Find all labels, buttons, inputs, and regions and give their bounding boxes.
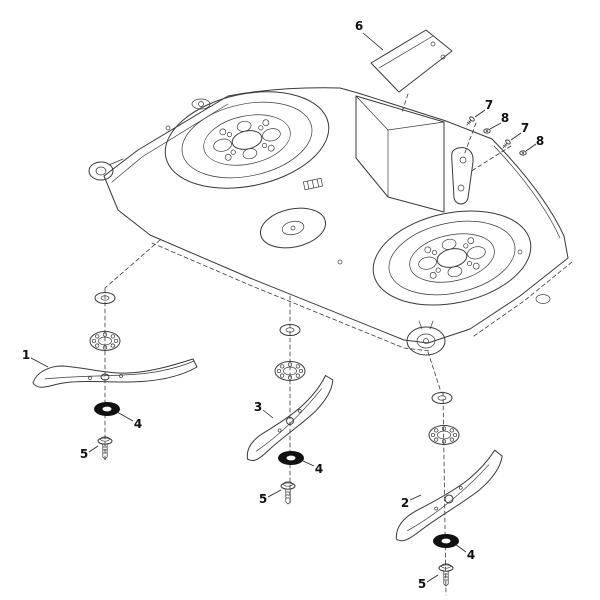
callout-leader-lines [30,32,537,583]
bolt-5-left [97,436,113,460]
explode-line-left [104,239,161,461]
washer-ring-right [431,392,453,404]
explode-line-right [427,351,447,596]
screw-7b-drawing [502,139,511,149]
idler-pulley [259,207,327,249]
deck-roller-right [535,294,551,304]
spindle-right-pulley [372,210,532,306]
bolt-5-right [438,563,454,587]
callout-part6: 6 [355,19,363,33]
washer-ring-center [279,324,301,336]
washer-8a-drawing [483,128,491,134]
callout-part4-left: 4 [134,417,142,431]
blade-adapter-right [428,425,460,445]
blade-2-drawing [395,449,503,542]
mount-bracket [451,147,474,205]
washer-4-center [278,451,304,465]
deck-wheel-bottom [406,320,446,356]
callout-part7-b: 7 [521,121,529,135]
deck-wheel-left [88,158,124,181]
bolt-5-center [280,481,296,505]
washer-8b-drawing [519,150,527,156]
deck-top-details [165,98,523,265]
mower-deck-outline [103,87,569,344]
blade-adapter-center [274,361,306,381]
spindle-left-pulley [164,91,330,189]
discharge-chute [355,95,445,213]
callout-part8-a: 8 [501,111,509,125]
blade-3-drawing [246,374,334,462]
washer-ring-left [94,292,116,304]
callout-part7-a: 7 [485,98,493,112]
screw-7a-drawing [466,116,475,126]
blade-adapter-left [89,331,121,351]
callout-part4-center: 4 [315,462,323,476]
callout-part5-center: 5 [259,492,267,506]
deck-skirt [151,242,573,352]
callout-part5-right: 5 [418,577,426,591]
washer-4-left [94,402,120,416]
callout-part8-b: 8 [536,134,544,148]
fastener-explode-line-b [469,145,512,173]
callout-part5-left: 5 [80,447,88,461]
washer-4-right [433,534,459,548]
callout-part3: 3 [254,400,262,414]
cover-plate-part6 [370,29,453,113]
callout-part4-right: 4 [467,548,475,562]
blade-1-drawing [32,358,198,388]
callout-part2: 2 [401,496,409,510]
fastener-explode-line-a [463,122,477,156]
callout-part1: 1 [22,348,30,362]
